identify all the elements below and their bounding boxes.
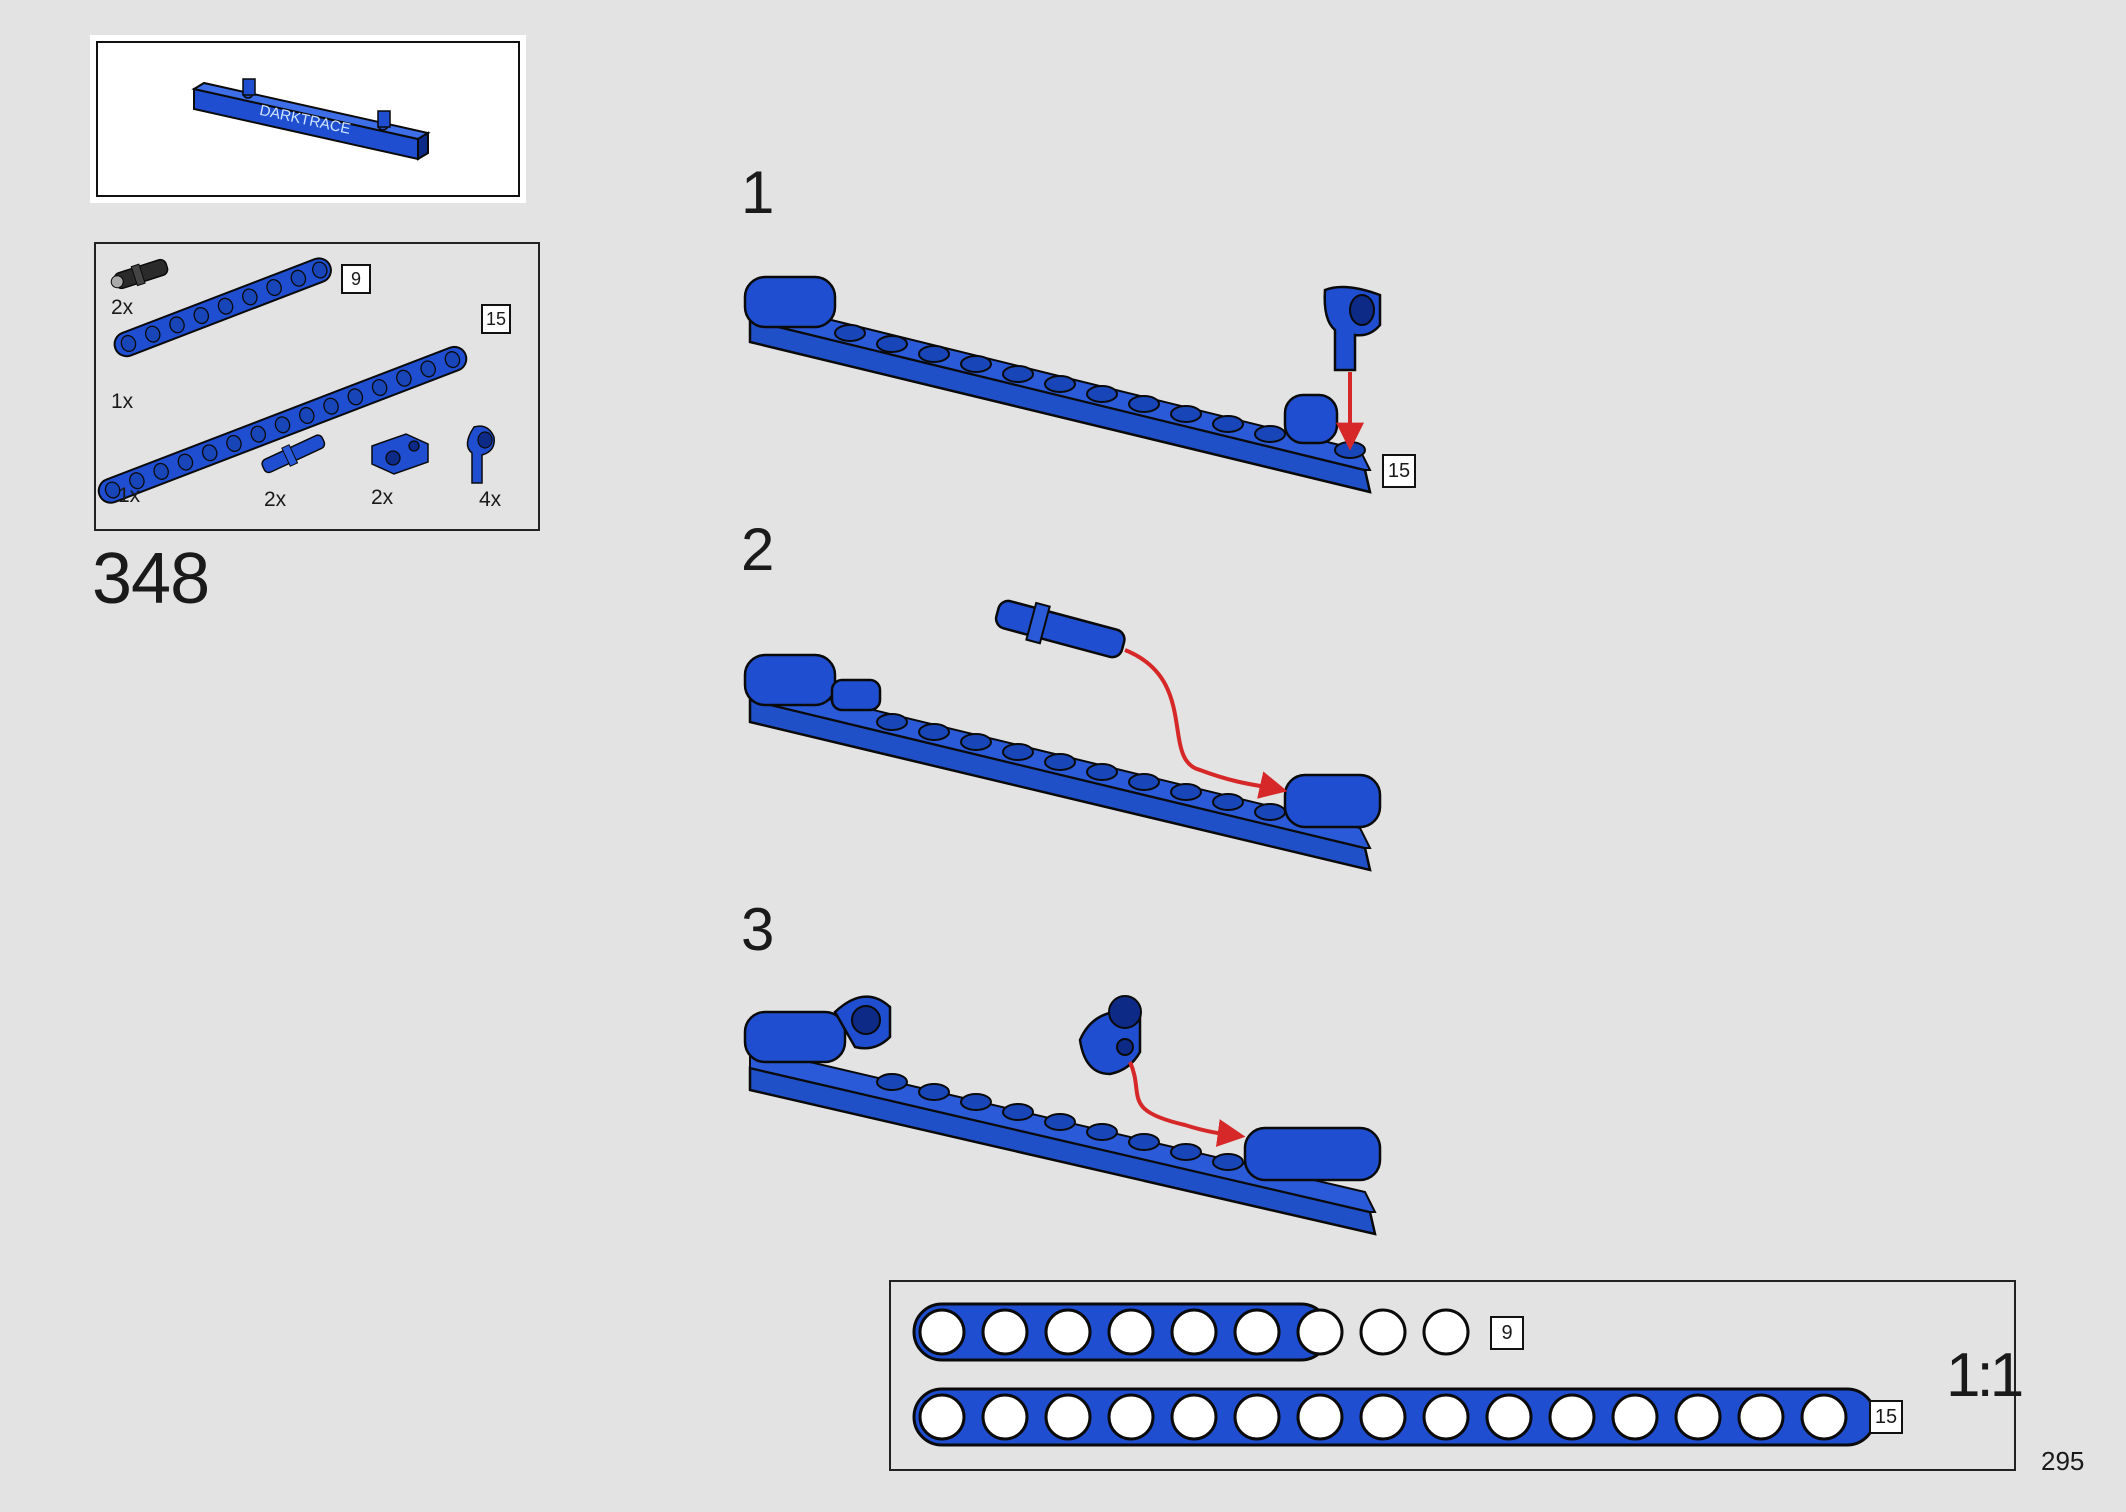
sub-step-3-cross-block <box>1078 995 1142 1076</box>
parts-list-illustrations <box>97 257 495 504</box>
sub-step-3-beam <box>743 995 1382 1236</box>
scale-reference-box: 9 15 1:1 <box>889 1280 2024 1471</box>
scale-beam-15-size-tag: 15 <box>1869 1400 1903 1434</box>
blue-cross-block-qty: 2x <box>371 486 394 509</box>
blue-cross-block-part <box>371 433 429 475</box>
beam-9-size-tag: 9 <box>341 264 371 294</box>
black-connector-pin-qty: 2x <box>111 296 134 319</box>
sub-step-2-beam <box>743 653 1382 872</box>
sub-step-2-number: 2 <box>741 516 775 583</box>
sub-step-1-size-callout: 15 <box>1382 454 1416 488</box>
sub-step-1-beam <box>743 275 1372 494</box>
scale-label: 1:1 <box>1946 1341 2024 1410</box>
step-number: 348 <box>92 539 210 619</box>
sub-step-3-number: 3 <box>741 896 775 963</box>
sub-step-2-axle-pin <box>994 599 1126 659</box>
scale-beams-illustration <box>912 1302 1877 1447</box>
page-number: 295 <box>2041 1446 2085 1476</box>
scale-beam-15 <box>912 1387 1877 1447</box>
blue-pin-connector-part <box>466 425 495 484</box>
beam-9-part <box>113 257 332 358</box>
sub-step-3-arrow <box>1128 1061 1246 1147</box>
parts-list: 2x 1x 1x 2x 2x 4x 9 15 <box>94 242 540 531</box>
scale-beam-9 <box>912 1302 1470 1362</box>
black-connector-pin-part <box>110 258 169 290</box>
sub-step-1-number: 1 <box>741 159 775 226</box>
blue-pin-connector-qty: 4x <box>479 488 502 511</box>
sub-step-1-pin-connector <box>1323 285 1382 372</box>
blue-axle-pin-qty: 2x <box>264 488 287 511</box>
preview-assembly-illustration: DARKTRACE <box>191 78 431 161</box>
blue-axle-pin-part <box>261 434 326 474</box>
beam-15-size-tag: 15 <box>481 304 511 334</box>
sub-step-2-arrow <box>1124 648 1288 799</box>
beam-15-qty: 1x <box>118 484 141 507</box>
beam-9-qty: 1x <box>111 390 134 413</box>
beam-15-part <box>97 345 468 504</box>
assembly-preview: DARKTRACE <box>96 41 520 197</box>
scale-beam-9-size-tag: 9 <box>1490 1316 1524 1350</box>
